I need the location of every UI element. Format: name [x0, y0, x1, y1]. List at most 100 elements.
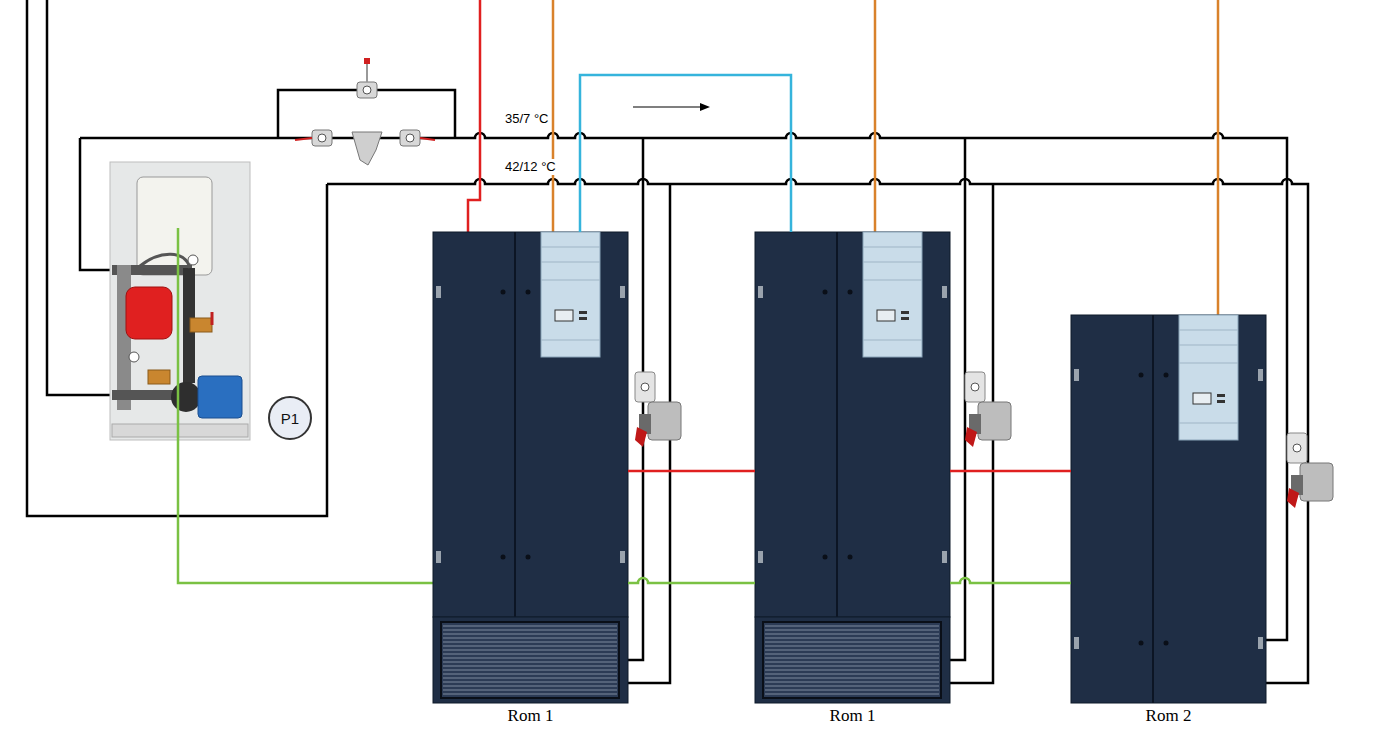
cooling-cabinet	[765, 690, 939, 691]
cooling-cabinet	[1258, 637, 1263, 649]
cooling-cabinet	[758, 551, 763, 563]
cooling-cabinet	[765, 642, 939, 643]
cooling-cabinet	[877, 310, 895, 321]
cooling-cabinet	[1179, 423, 1238, 424]
cooling-cabinet	[443, 694, 617, 695]
cooling-cabinet	[541, 340, 600, 341]
cooling-cabinet	[443, 674, 617, 675]
bypass-valve	[366, 62, 368, 82]
hydraulic-module	[171, 382, 201, 412]
cooling-cabinet	[765, 662, 939, 663]
cooling-cabinet	[620, 551, 625, 563]
cooling-cabinet	[443, 638, 617, 639]
cooling-cabinet	[433, 617, 628, 703]
room-label: Rom 2	[1071, 706, 1266, 726]
cooling-cabinet	[765, 694, 939, 695]
cooling-cabinet	[765, 686, 939, 687]
cooling-cabinet	[443, 662, 617, 663]
cooling-cabinet	[1179, 345, 1238, 346]
control-valve	[1300, 463, 1333, 501]
bypass-valve	[420, 138, 435, 140]
cooling-cabinet	[579, 317, 587, 320]
hydraulic-module	[110, 162, 250, 440]
cooling-cabinet	[443, 630, 617, 631]
cooling-cabinet	[765, 674, 939, 675]
hydraulic-module	[211, 312, 214, 325]
pipe-connector	[628, 470, 755, 473]
cooling-cabinet	[1217, 394, 1225, 397]
cooling-cabinet	[501, 555, 506, 560]
signal-wire	[178, 228, 433, 583]
control-valve	[965, 372, 985, 402]
cooling-cabinet	[436, 551, 441, 563]
hydraulic-module	[137, 177, 212, 275]
cooling-cabinet	[1179, 330, 1238, 331]
control-valve	[641, 383, 649, 391]
pipe-connector	[950, 470, 1071, 473]
cooling-cabinet	[443, 666, 617, 667]
cooling-cabinet	[942, 286, 947, 298]
cooling-cabinet	[848, 555, 853, 560]
cooling-cabinet	[443, 634, 617, 635]
hydraulic-module	[140, 254, 190, 268]
cooling-cabinet	[443, 670, 617, 671]
control-valve	[635, 427, 647, 447]
cooling-cabinet	[836, 232, 838, 617]
control-valve	[965, 427, 977, 447]
cooling-cabinet	[443, 686, 617, 687]
bypass-valve	[295, 58, 435, 165]
control-valve	[1287, 433, 1307, 463]
cooling-cabinet	[901, 311, 909, 314]
cooling-cabinet	[501, 290, 506, 295]
hydraulic-module	[198, 376, 242, 418]
cooling-cabinet	[823, 555, 828, 560]
bypass-valve	[357, 82, 377, 98]
supply-riser	[552, 0, 555, 232]
cooling-unit: Rom 1	[433, 232, 628, 703]
supply-riser	[468, 0, 480, 232]
cooling-cabinet	[848, 290, 853, 295]
cooling-cabinet	[765, 626, 939, 627]
pipe-connector	[580, 75, 791, 232]
pipe-connector	[950, 578, 1071, 583]
cooling-cabinet	[579, 311, 587, 314]
pipe	[80, 138, 112, 270]
cooling-cabinet	[436, 286, 441, 298]
cooling-cabinet	[1152, 315, 1154, 703]
flow-arrow	[633, 103, 710, 111]
cooling-cabinet	[765, 654, 939, 655]
hydraulic-module	[117, 265, 131, 410]
cooling-cabinet	[765, 646, 939, 647]
cooling-cabinet	[863, 340, 922, 341]
supply-riser	[874, 0, 877, 232]
control-valve	[1293, 444, 1301, 452]
cooling-cabinet	[823, 290, 828, 295]
bypass-valve	[363, 86, 371, 94]
cooling-cabinet	[901, 317, 909, 320]
cooling-cabinet	[433, 232, 1266, 703]
cooling-cabinet	[765, 658, 939, 659]
cooling-cabinet	[1139, 641, 1144, 646]
cooling-cabinet	[765, 682, 939, 683]
cooling-cabinet	[526, 555, 531, 560]
control-valve	[1287, 488, 1299, 508]
bypass-valve	[364, 58, 370, 64]
cooling-cabinet	[443, 642, 617, 643]
cooling-cabinet	[443, 654, 617, 655]
cooling-cabinet	[433, 232, 628, 617]
control-valve	[978, 402, 1011, 440]
cooling-cabinet	[765, 670, 939, 671]
cooling-cabinet	[555, 310, 573, 321]
bypass-valve	[318, 134, 326, 142]
cooling-cabinet	[758, 286, 763, 298]
cooling-cabinet	[441, 622, 619, 698]
cooling-cabinet	[541, 280, 600, 281]
bypass-valve	[295, 138, 312, 140]
cooling-cabinet	[863, 247, 922, 248]
cooling-cabinet	[443, 690, 617, 691]
room-label: Rom 1	[433, 706, 628, 726]
hydraulic-module	[190, 318, 212, 332]
